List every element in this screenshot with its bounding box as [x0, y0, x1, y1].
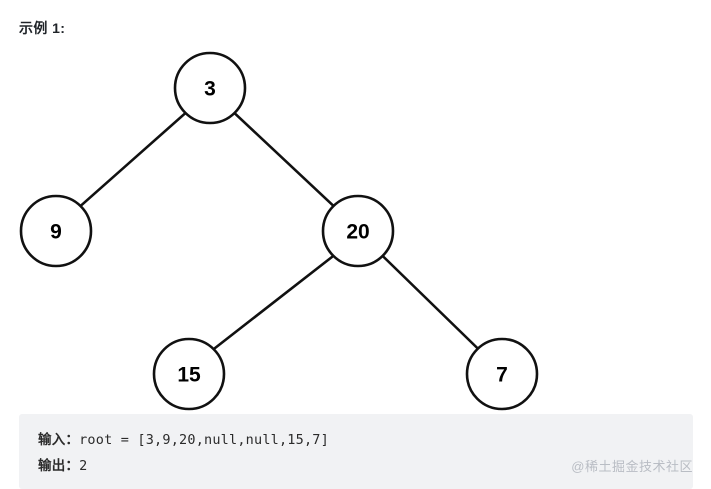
node-circle — [19, 194, 93, 268]
edge-right-to-right-right — [381, 255, 480, 350]
node-circle — [173, 51, 247, 125]
edge-root-to-right — [233, 111, 335, 208]
io-input-value: root = [3,9,20,null,null,15,7] — [79, 432, 329, 448]
node-circle — [152, 337, 226, 411]
binary-tree-diagram: 3 9 20 15 7 — [0, 36, 711, 414]
io-output-key: 输出： — [38, 458, 80, 473]
tree-node-right-right[interactable]: 7 — [465, 337, 539, 411]
io-line-output: 输出：2 — [38, 453, 693, 479]
edge-root-to-left — [79, 111, 187, 208]
tree-node-right-left[interactable]: 15 — [152, 337, 226, 411]
node-label: 7 — [496, 364, 508, 387]
tree-edges — [79, 111, 480, 351]
page-title: 示例 1: — [19, 20, 66, 36]
io-code-block: 输入：root = [3,9,20,null,null,15,7] 输出：2 — [19, 414, 693, 489]
tree-node-root[interactable]: 3 — [173, 51, 247, 125]
tree-canvas: 3 9 20 15 7 — [19, 51, 539, 411]
node-label: 15 — [177, 364, 201, 387]
node-circle — [321, 194, 395, 268]
node-label: 3 — [204, 78, 216, 101]
node-label: 9 — [50, 221, 62, 244]
node-label: 20 — [346, 221, 369, 244]
io-line-input: 输入：root = [3,9,20,null,null,15,7] — [38, 427, 693, 453]
tree-node-left[interactable]: 9 — [19, 194, 93, 268]
node-circle — [465, 337, 539, 411]
io-input-key: 输入： — [38, 432, 80, 447]
io-output-value: 2 — [79, 458, 88, 474]
tree-node-right[interactable]: 20 — [321, 194, 395, 268]
edge-right-to-right-left — [212, 254, 335, 351]
watermark: @稀土掘金技术社区 — [571, 459, 693, 474]
